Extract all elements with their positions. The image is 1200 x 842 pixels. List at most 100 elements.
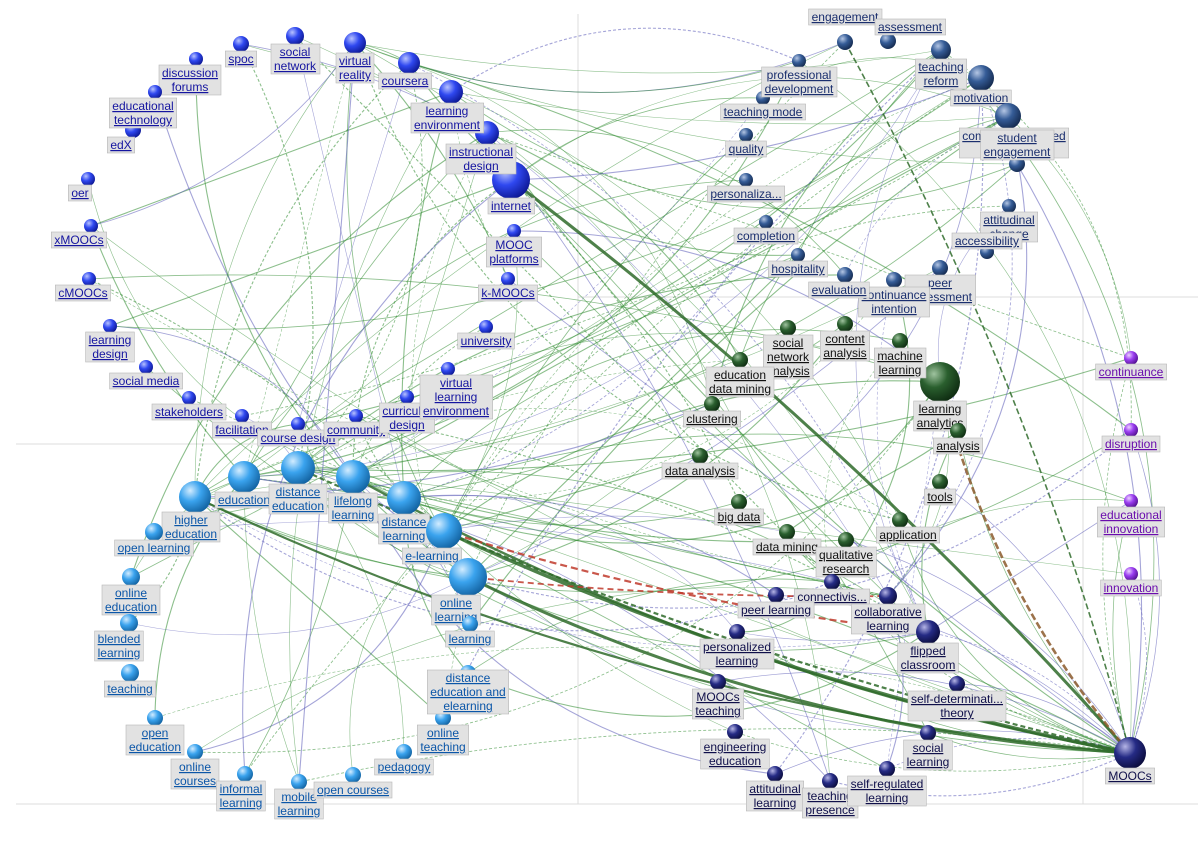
node-bubble[interactable] [731,494,747,510]
node-bubble[interactable] [920,362,960,402]
node-kmoocs[interactable]: k-MOOCs [477,272,538,302]
node-tools[interactable]: tools [923,474,956,506]
node-hospitality[interactable]: hospitality [767,248,828,278]
node-bubble[interactable] [387,481,421,515]
node-bubble[interactable] [1124,567,1138,581]
node-bubble[interactable] [704,396,720,412]
node-bubble[interactable] [82,272,96,286]
node-bubble[interactable] [950,423,966,439]
node-evaluation[interactable]: evaluation [808,267,870,299]
node-facilitation[interactable]: facilitation [212,409,273,439]
node-bubble[interactable] [791,248,805,262]
node-bubble[interactable] [837,316,853,332]
node-bubble[interactable] [179,481,211,513]
node-learning[interactable]: learning [445,616,495,648]
node-bubble[interactable] [916,620,940,644]
node-bubble[interactable] [462,616,478,632]
node-accessibility[interactable]: accessibility [951,232,1023,259]
node-analysis[interactable]: analysis [932,423,983,455]
node-bubble[interactable] [400,390,414,404]
node-bubble[interactable] [145,523,163,541]
node-bubble[interactable] [1002,199,1016,213]
node-bubble[interactable] [692,448,708,464]
node-community[interactable]: community [323,409,389,439]
node-bubble[interactable] [1114,737,1146,769]
node-application[interactable]: application [875,512,940,544]
node-personalization[interactable]: personaliza... [706,173,785,203]
node-bubble[interactable] [281,451,315,485]
node-bubble[interactable] [732,352,748,368]
node-bubble[interactable] [837,267,853,283]
node-bubble[interactable] [879,761,895,777]
node-bubble[interactable] [932,260,948,276]
node-cmoocs[interactable]: cMOOCs [54,272,111,302]
node-bubble[interactable] [1124,423,1138,437]
node-bubble[interactable] [727,724,743,740]
node-bubble[interactable] [920,725,936,741]
node-bubble[interactable] [396,744,412,760]
node-bubble[interactable] [84,219,98,233]
node-e-learning[interactable]: e-learning [401,513,462,565]
node-bubble[interactable] [122,568,140,586]
node-moocs[interactable]: MOOCs [1105,737,1155,785]
node-bubble[interactable] [768,587,784,603]
node-bubble[interactable] [121,664,139,682]
node-spoc[interactable]: spoc [225,36,258,68]
node-bubble[interactable] [767,766,783,782]
node-bubble[interactable] [739,128,753,142]
node-bubble[interactable] [780,320,796,336]
node-bubble[interactable] [995,103,1021,129]
node-social-media[interactable]: social media [109,360,183,390]
node-bubble[interactable] [336,460,370,494]
node-coursera[interactable]: coursera [378,52,433,90]
node-bubble[interactable] [932,474,948,490]
node-bubble[interactable] [81,172,95,186]
node-bubble[interactable] [837,34,853,50]
node-bubble[interactable] [886,272,902,288]
node-bubble[interactable] [479,320,493,334]
node-bubble[interactable] [710,674,726,690]
node-teaching[interactable]: teaching [104,664,157,698]
node-bubble[interactable] [449,558,487,596]
node-bubble[interactable] [147,710,163,726]
node-bubble[interactable] [344,32,366,54]
node-bubble[interactable] [139,360,153,374]
node-bubble[interactable] [148,85,162,99]
node-bubble[interactable] [441,362,455,376]
node-education[interactable]: education [214,461,274,509]
node-bubble[interactable] [931,40,951,60]
node-disruption[interactable]: disruption [1101,423,1161,453]
node-bubble[interactable] [879,587,897,605]
node-pedagogy[interactable]: pedagogy [374,744,434,776]
node-bubble[interactable] [892,512,908,528]
node-bubble[interactable] [1124,351,1138,365]
node-peer-learning[interactable]: peer learning [737,587,815,619]
node-bubble[interactable] [1124,494,1138,508]
node-course-design[interactable]: course design [257,417,339,447]
node-bubble[interactable] [237,766,253,782]
